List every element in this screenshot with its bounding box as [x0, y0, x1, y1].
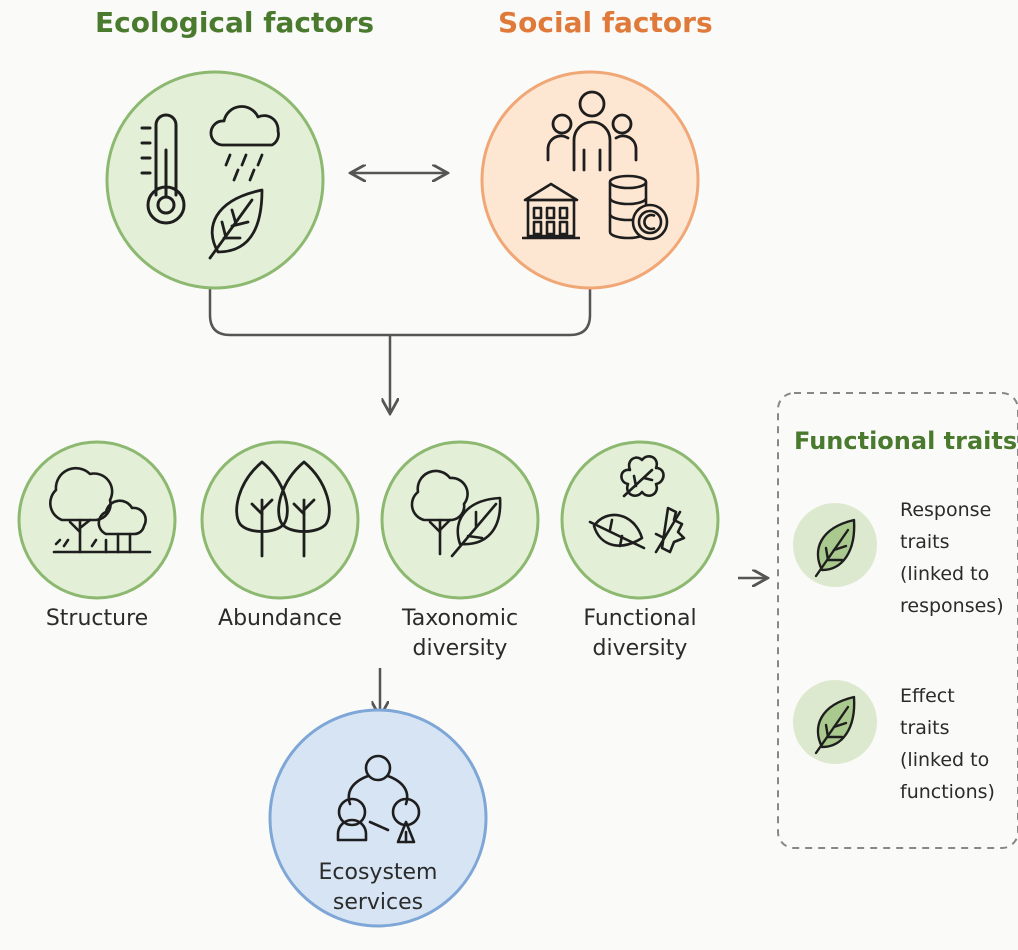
functional-traits-box	[777, 392, 1018, 849]
social-factors-circle	[480, 70, 700, 290]
response-traits-leaf-circle	[793, 503, 877, 587]
merge-connector	[208, 285, 592, 337]
services-network-icon	[336, 754, 421, 844]
thermometer-icon	[140, 113, 186, 225]
coins-icon	[608, 174, 669, 241]
trees-structure-icon	[49, 466, 152, 554]
ecosystem-services-circle	[268, 708, 488, 928]
taxonomic-diversity-circle	[380, 440, 540, 600]
taxonomic-diversity-label: Taxonomic diversity	[401, 606, 519, 661]
people-group-icon	[546, 90, 638, 172]
effect-traits-leaf-circle	[793, 680, 877, 764]
functional-diversity-label: Functional diversity	[583, 606, 697, 661]
rain-cloud-icon	[209, 105, 280, 182]
leaf-icon	[814, 695, 856, 755]
response-traits-label: Response traits (linked to responses)	[900, 499, 1004, 617]
abundance-circle	[200, 440, 360, 600]
ecosystem-services-label: Ecosystem services	[318, 860, 438, 915]
structure-label: Structure	[45, 606, 149, 631]
functional-diversity-circle	[560, 440, 720, 600]
leaf-icon	[208, 188, 264, 260]
trees-abundance-icon	[235, 460, 331, 558]
ecological-factors-heading: Ecological factors	[95, 6, 375, 39]
structure-circle	[17, 440, 177, 600]
functional-traits-heading: Functional traits	[794, 427, 1018, 455]
leaves-icon	[588, 455, 686, 554]
abundance-label: Abundance	[218, 606, 342, 631]
ecological-factors-circle	[105, 70, 325, 290]
leaf-icon	[814, 518, 856, 578]
building-icon	[522, 182, 580, 240]
tree-leaf-icon	[410, 469, 502, 558]
effect-traits-label: Effect traits (linked to functions)	[900, 685, 995, 803]
social-factors-heading: Social factors	[498, 6, 713, 39]
